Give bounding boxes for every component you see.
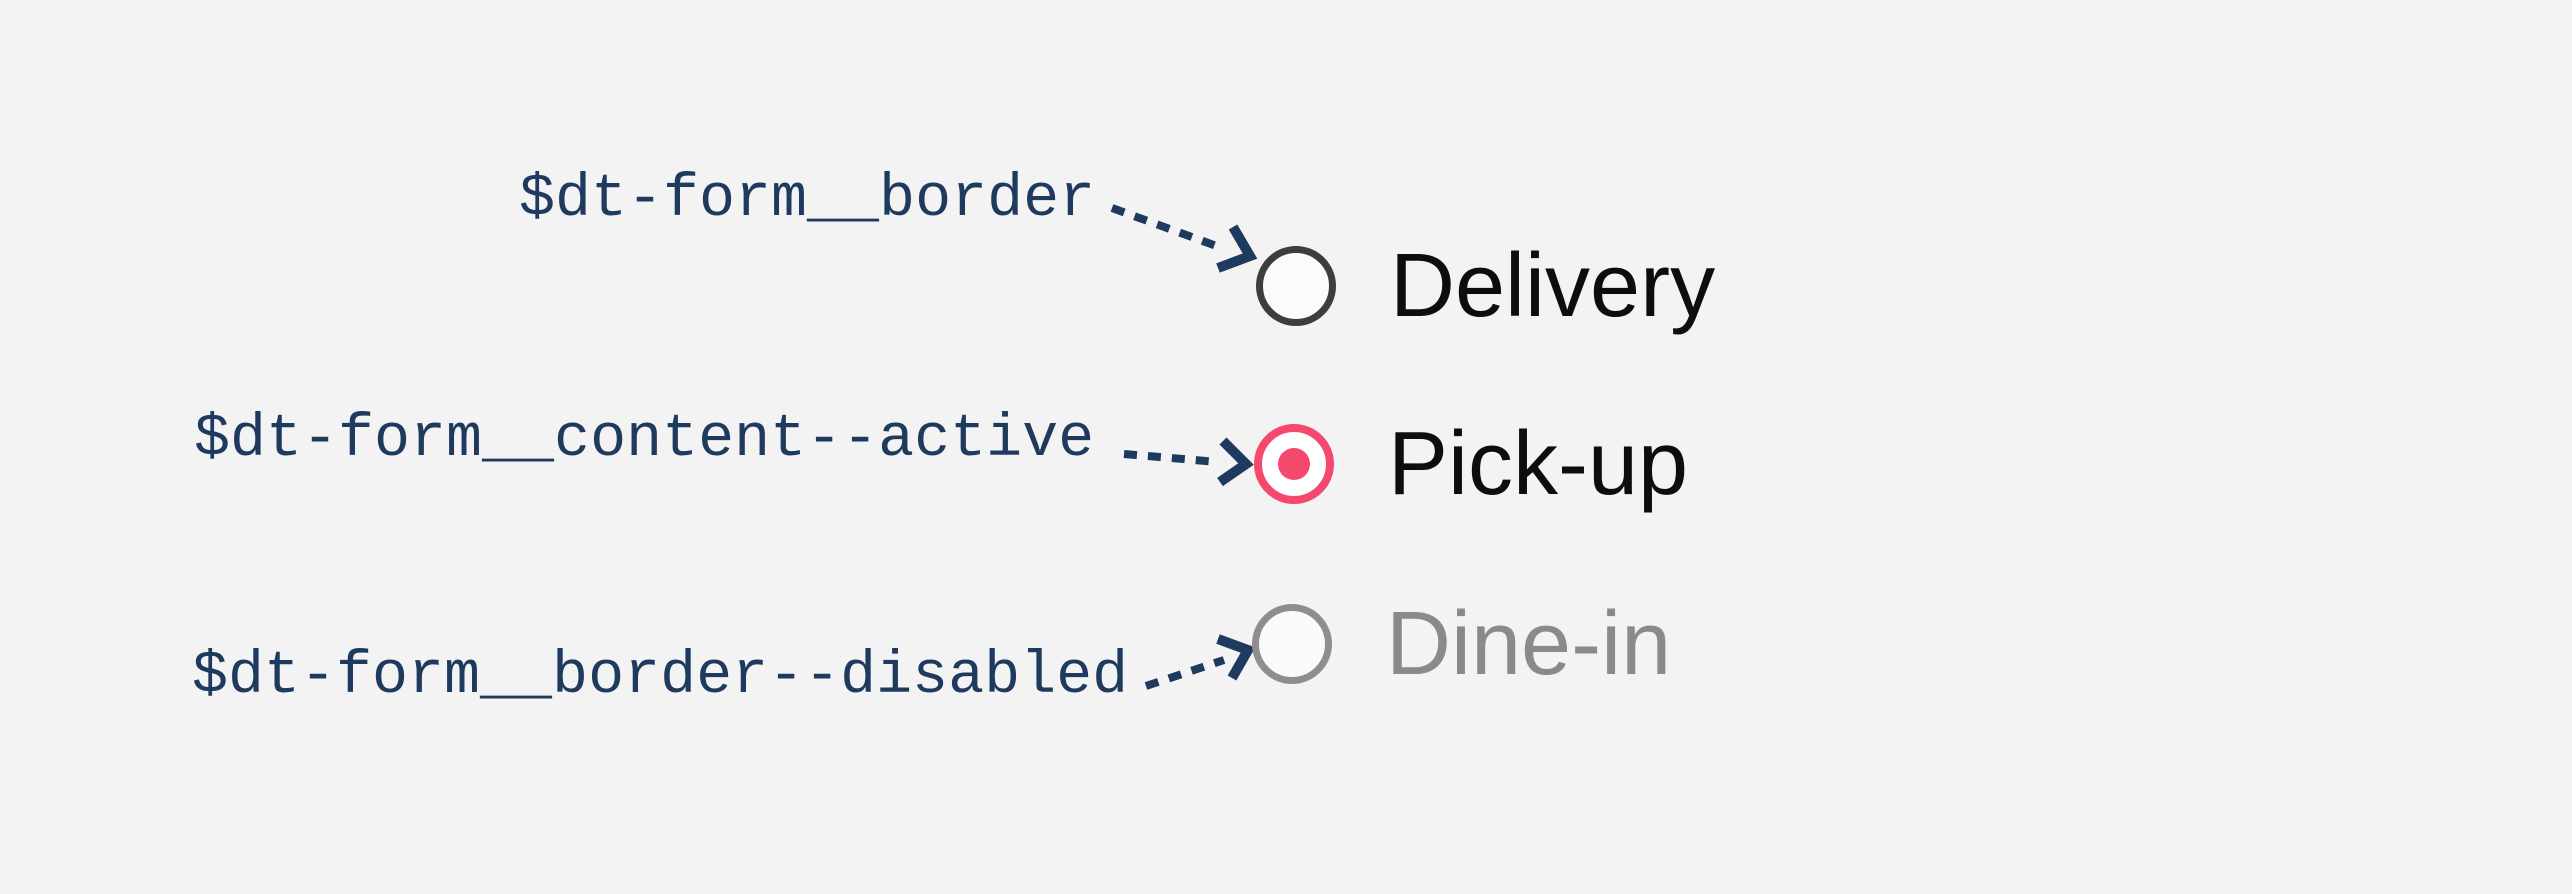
radio-label-delivery[interactable]: Delivery	[1390, 236, 1716, 336]
token-label-form-border-disabled: $dt-form__border--disabled	[192, 643, 1129, 711]
radio-delivery[interactable]	[1256, 246, 1336, 326]
radio-dinein	[1252, 604, 1332, 684]
dotted-arrow-down-right-icon	[1110, 204, 1258, 273]
dotted-arrow-right-icon	[1123, 437, 1254, 487]
dotted-arrow-up-right-icon	[1144, 634, 1256, 690]
radio-option-delivery: Delivery	[1256, 238, 1715, 334]
radio-label-pickup[interactable]: Pick-up	[1388, 414, 1689, 514]
radio-option-pickup: Pick-up	[1254, 416, 1688, 512]
radio-option-dinein: Dine-in	[1252, 596, 1671, 692]
radio-label-dinein: Dine-in	[1386, 594, 1672, 694]
radio-pickup[interactable]	[1254, 424, 1334, 504]
token-label-form-border: $dt-form__border	[519, 166, 1096, 234]
token-label-form-content-active: $dt-form__content--active	[194, 406, 1095, 474]
radio-selected-dot	[1278, 448, 1310, 480]
